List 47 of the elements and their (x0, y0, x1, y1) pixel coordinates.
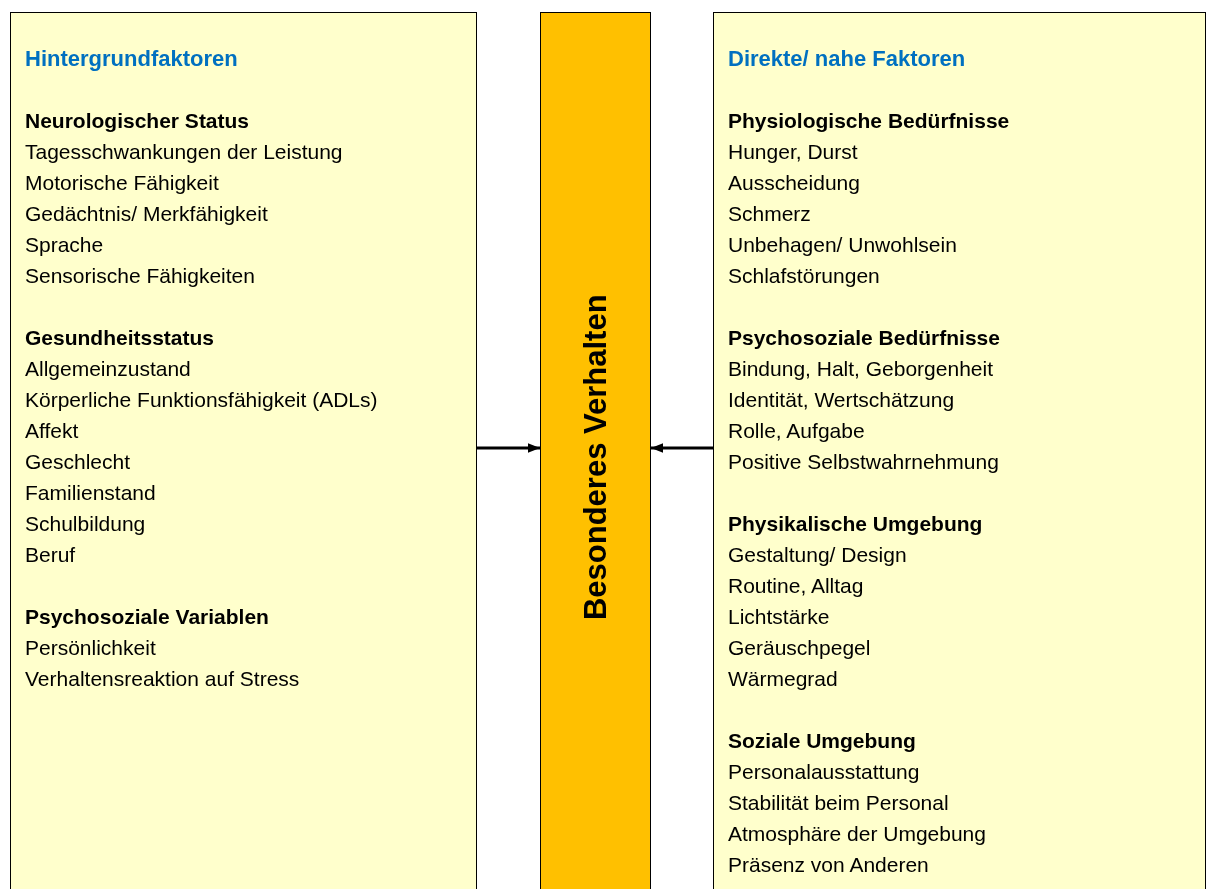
list-item: Rolle, Aufgabe (728, 418, 866, 444)
list-item: Bindung, Halt, Geborgenheit (728, 356, 994, 382)
list-item: Verhaltensreaktion auf Stress (25, 666, 301, 692)
list-item: Unbehagen/ Unwohlsein (728, 232, 958, 258)
panel-heading: Direkte/ nahe Faktoren (728, 45, 967, 73)
list-item: Körperliche Funktionsfähigkeit (ADLs) (25, 387, 379, 413)
list-item: Atmosphäre der Umgebung (728, 821, 987, 847)
list-item: Hunger, Durst (728, 139, 859, 165)
list-item: Gestaltung/ Design (728, 542, 908, 568)
list-item: Ausscheidung (728, 170, 861, 196)
list-item: Tagesschwankungen der Leistung (25, 139, 344, 165)
list-item: Präsenz von Anderen (728, 852, 930, 878)
list-item: Geschlecht (25, 449, 132, 475)
section-heading: Soziale Umgebung (728, 728, 917, 754)
list-item: Gedächtnis/ Merkfähigkeit (25, 201, 269, 227)
bar-label: Besonderes Verhalten (576, 294, 614, 620)
list-item: Wärmegrad (728, 666, 839, 692)
list-item: Positive Selbstwahrnehmung (728, 449, 1000, 475)
list-item: Schulbildung (25, 511, 147, 537)
factor-panel (713, 12, 1206, 889)
section-heading: Gesundheitsstatus (25, 325, 216, 351)
list-item: Routine, Alltag (728, 573, 865, 599)
arrow (651, 443, 713, 453)
list-item: Motorische Fähigkeit (25, 170, 220, 196)
behavior-bar (540, 12, 651, 889)
list-item: Familienstand (25, 480, 157, 506)
list-item: Beruf (25, 542, 77, 568)
list-item: Stabilität beim Personal (728, 790, 950, 816)
section-heading: Physikalische Umgebung (728, 511, 984, 537)
section-heading: Psychosoziale Variablen (25, 604, 270, 630)
list-item: Sensorische Fähigkeiten (25, 263, 256, 289)
list-item: Lichtstärke (728, 604, 831, 630)
arrow (477, 443, 540, 453)
panel-heading: Hintergrundfaktoren (25, 45, 239, 73)
list-item: Persönlichkeit (25, 635, 157, 661)
section-heading: Physiologische Bedürfnisse (728, 108, 1011, 134)
section-heading: Neurologischer Status (25, 108, 251, 134)
list-item: Sprache (25, 232, 105, 258)
list-item: Affekt (25, 418, 80, 444)
list-item: Schmerz (728, 201, 812, 227)
list-item: Personalausstattung (728, 759, 921, 785)
list-item: Geräuschpegel (728, 635, 872, 661)
section-heading: Psychosoziale Bedürfnisse (728, 325, 1001, 351)
list-item: Identität, Wertschätzung (728, 387, 956, 413)
list-item: Allgemeinzustand (25, 356, 192, 382)
factor-panel (10, 12, 477, 889)
list-item: Schlafstörungen (728, 263, 881, 289)
